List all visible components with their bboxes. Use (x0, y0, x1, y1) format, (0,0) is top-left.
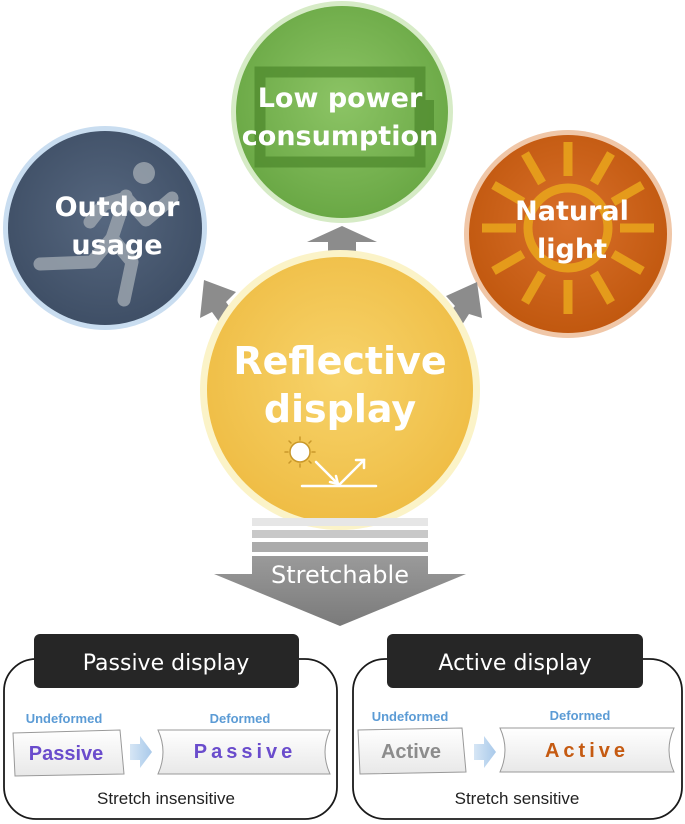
passive-title: Passive display (83, 651, 249, 676)
natural-light-circle: Natural light (464, 130, 672, 338)
passive-caption: Stretch insensitive (97, 789, 235, 808)
sun-ray (521, 270, 546, 305)
reflective-display-circle: Reflective display (200, 250, 480, 530)
outdoor-circle-fill (8, 131, 202, 325)
active-caption: Stretch sensitive (455, 789, 580, 808)
passive-display-panel: Passive display Undeformed Deformed Pass… (3, 634, 338, 820)
sun-ray (590, 151, 615, 186)
sun-icon (482, 142, 654, 314)
passive-deformed-card: Passive (157, 729, 331, 775)
running-person-icon (33, 162, 179, 307)
power-title-line2: consumption (242, 121, 438, 152)
stretchable-label: Stretchable (271, 561, 409, 589)
passive-title-box (34, 634, 299, 688)
active-display-panel: Active display Undeformed Deformed Activ… (352, 634, 683, 820)
active-undeformed-text: Active (381, 741, 441, 763)
reflective-title-line2: display (264, 387, 417, 431)
sun-ray (491, 250, 526, 275)
battery-icon (254, 66, 434, 168)
light-reflection-icon (284, 436, 378, 488)
passive-undeformed-text: Passive (29, 743, 104, 765)
sun-ray (610, 250, 645, 275)
passive-undeformed-label: Undeformed (26, 711, 103, 726)
sun-ray (590, 270, 615, 305)
light-title-line1: Natural (515, 196, 629, 227)
stretchable-arrow: Stretchable (214, 518, 466, 626)
light-circle-fill (469, 135, 667, 333)
active-deformed-card: Active (499, 727, 675, 773)
active-title-box (387, 634, 643, 688)
sun-ray (610, 181, 645, 206)
passive-deformed-label: Deformed (210, 711, 271, 726)
arrow-to-power (307, 226, 377, 255)
active-deformed-text: Active (545, 740, 629, 762)
low-power-circle: Low power consumption (231, 1, 453, 223)
active-undeformed-label: Undeformed (372, 709, 449, 724)
reflective-title-line1: Reflective (233, 339, 446, 383)
reflective-circle-fill (207, 257, 473, 523)
passive-undeformed-card: Passive (12, 729, 125, 777)
passive-deformed-text: Passive (194, 741, 297, 763)
outdoor-title-line2: usage (71, 230, 162, 261)
passive-transition-arrow (130, 736, 152, 768)
active-transition-arrow (474, 736, 496, 768)
sun-ray (491, 181, 526, 206)
light-title-line2: light (537, 234, 607, 265)
active-undeformed-card: Active (357, 727, 467, 775)
active-title: Active display (438, 651, 591, 676)
sun-ray (521, 151, 546, 186)
power-title-line1: Low power (258, 83, 423, 114)
outdoor-usage-circle: Outdoor usage (3, 126, 207, 330)
outdoor-title-line1: Outdoor (55, 192, 181, 223)
active-deformed-label: Deformed (550, 708, 611, 723)
